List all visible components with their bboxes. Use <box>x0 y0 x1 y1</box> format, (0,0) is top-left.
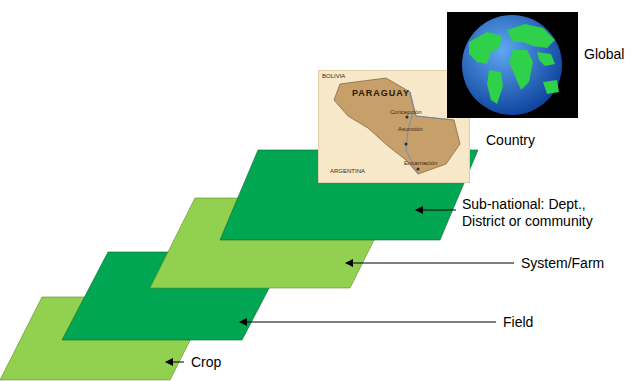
map-city-name: Asunción <box>398 126 423 133</box>
map-country-name: BOLIVIA <box>322 73 345 80</box>
globe-picture <box>447 12 578 118</box>
map-country-name: ARGENTINA <box>330 168 365 175</box>
map-city-name: Encarnación <box>404 160 437 167</box>
leader-arrow <box>346 263 514 264</box>
scale-label: Global <box>584 46 624 63</box>
scale-label: System/Farm <box>521 255 604 272</box>
scale-label: Crop <box>191 354 221 371</box>
scale-label: Field <box>503 314 533 331</box>
scale-label: Sub-national: Dept., District or communi… <box>462 196 614 230</box>
scale-label: Country <box>486 132 535 149</box>
map-country-name: PARAGUAY <box>352 88 410 98</box>
leader-arrow <box>416 210 456 211</box>
map-city-name: Concepción <box>390 109 422 116</box>
leader-arrow <box>166 362 184 363</box>
leader-arrow <box>240 322 496 323</box>
